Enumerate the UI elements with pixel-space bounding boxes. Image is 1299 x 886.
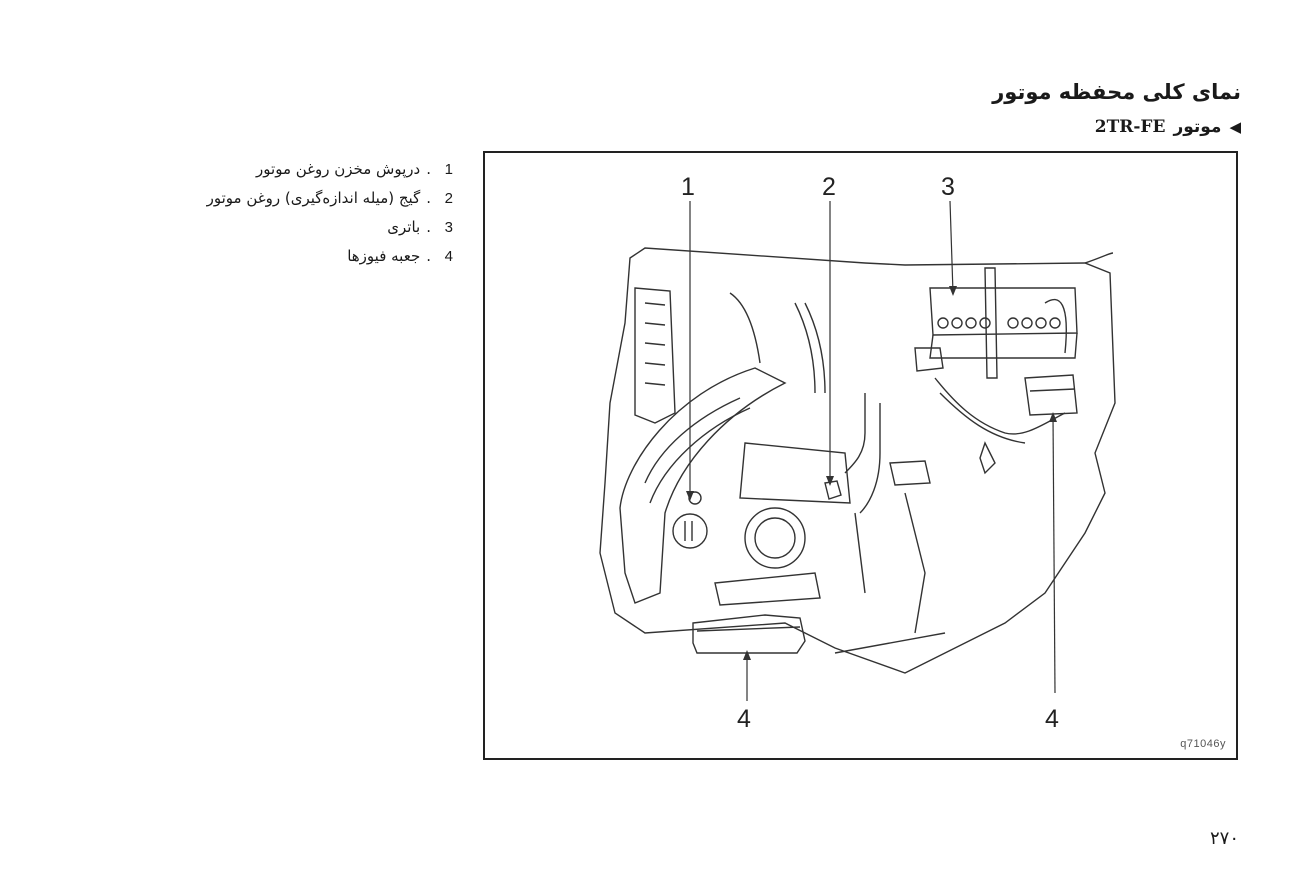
- legend-item-number: 2: [444, 190, 453, 207]
- legend-item: 1 . درپوش مخزن روغن موتور: [33, 155, 453, 184]
- legend-item-label: درپوش مخزن روغن موتور: [256, 160, 421, 178]
- section-subtitle: ◀ موتور 2TR-FE: [1095, 117, 1241, 137]
- legend-item-number: 4: [444, 248, 453, 265]
- legend-item-label: گیج (میله اندازه‌گیری) روغن موتور: [206, 189, 421, 207]
- legend-item-separator: .: [426, 189, 431, 207]
- callout-label: 3: [941, 173, 955, 201]
- legend-item: 3 . باتری: [33, 213, 453, 242]
- arrow-left-icon: ◀: [1229, 118, 1241, 136]
- legend-list: 1 . درپوش مخزن روغن موتور 2 . گیج (میله …: [33, 155, 453, 271]
- engine-model: 2TR-FE: [1094, 117, 1166, 137]
- legend-item-label: باتری: [387, 218, 421, 236]
- page-title: نمای کلی محفظه موتور: [992, 80, 1241, 104]
- legend-item: 2 . گیج (میله اندازه‌گیری) روغن موتور: [33, 184, 453, 213]
- legend-item-separator: .: [426, 247, 431, 265]
- page-number: ۲۷۰: [1209, 828, 1239, 849]
- subtitle-text: موتور: [1173, 117, 1222, 137]
- engine-diagram-figure: 1 2 3 4 4 q71046y: [483, 151, 1238, 760]
- legend-item-separator: .: [426, 218, 431, 236]
- engine-bay-illustration: [599, 200, 1116, 701]
- callout-label: 1: [681, 173, 695, 201]
- legend-item-separator: .: [426, 160, 431, 178]
- callout-label: 4: [1045, 705, 1059, 733]
- legend-item-number: 3: [444, 219, 453, 236]
- callout-label: 2: [822, 173, 836, 201]
- figure-code: q71046y: [1180, 738, 1226, 750]
- callout-label: 4: [737, 705, 751, 733]
- legend-item-label: جعبه فیوزها: [347, 247, 421, 265]
- legend-item-number: 1: [444, 161, 453, 178]
- legend-item: 4 . جعبه فیوزها: [33, 242, 453, 271]
